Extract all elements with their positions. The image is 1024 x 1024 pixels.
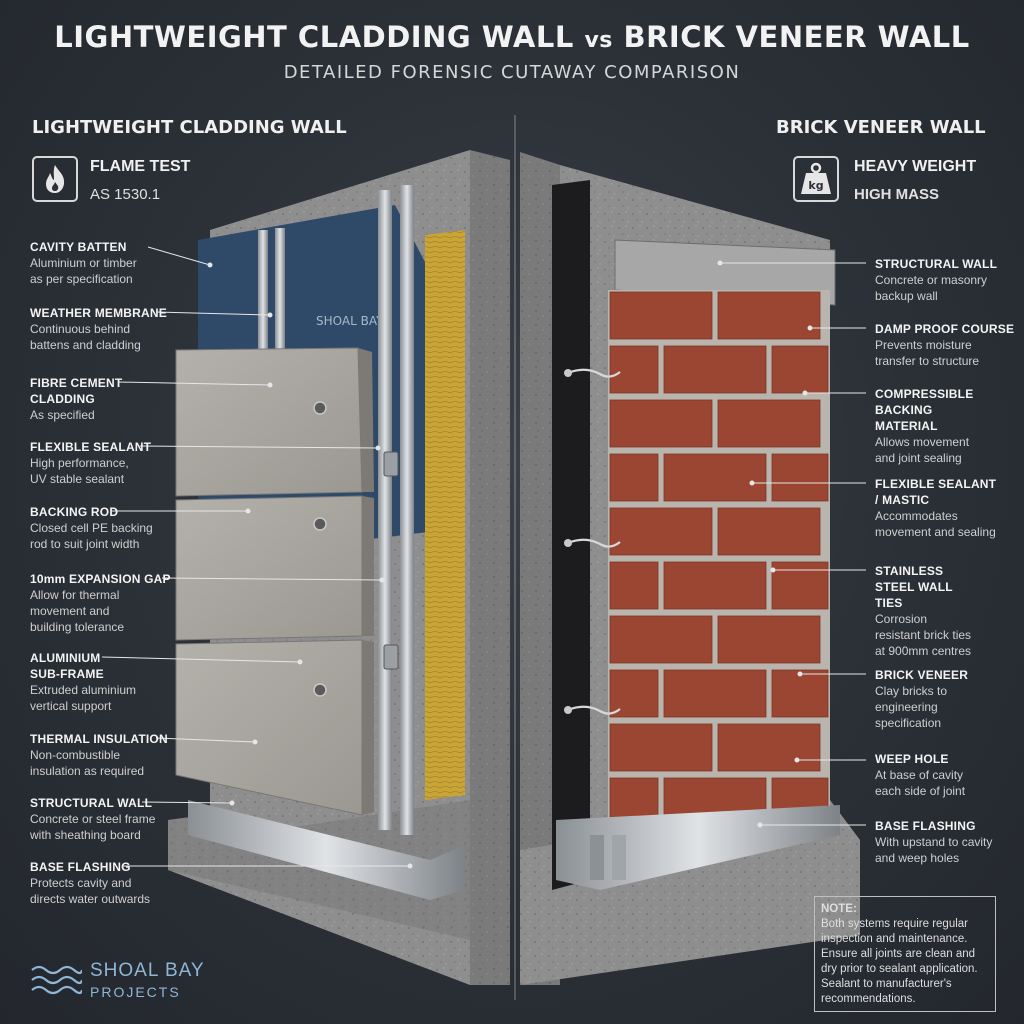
aluminium-subframe-1 bbox=[378, 190, 392, 830]
label-thermal-insulation: THERMAL INSULATION Non-combustible insul… bbox=[30, 731, 190, 779]
label-flexible-sealant: FLEXIBLE SEALANT High performance, UV st… bbox=[30, 439, 190, 487]
bracket bbox=[384, 452, 398, 476]
brick bbox=[772, 562, 828, 609]
brick bbox=[718, 292, 820, 339]
brick bbox=[718, 724, 820, 771]
brick bbox=[610, 724, 712, 771]
cladding-panel-2 bbox=[176, 496, 362, 640]
label-flexible-sealant-mastic: FLEXIBLE SEALANT / MASTIC Accommodates m… bbox=[875, 476, 1000, 540]
label-cavity-batten: CAVITY BATTEN Aluminium or timber as per… bbox=[30, 239, 190, 287]
label-left-base-flashing: BASE FLASHING Protects cavity and direct… bbox=[30, 859, 190, 907]
logo-sub: PROJECTS bbox=[90, 984, 181, 1000]
note-box: NOTE: Both systems require regular inspe… bbox=[814, 896, 996, 1012]
brick bbox=[610, 292, 712, 339]
brick bbox=[772, 346, 828, 393]
right-brick-assembly bbox=[520, 152, 860, 985]
label-left-structural-wall: STRUCTURAL WALL Concrete or steel frame … bbox=[30, 795, 190, 843]
label-right-base-flashing: BASE FLASHING With upstand to cavity and… bbox=[875, 818, 1015, 866]
label-backing-rod: BACKING ROD Closed cell PE backing rod t… bbox=[30, 504, 190, 552]
screw-icon bbox=[314, 402, 326, 414]
label-brick-veneer: BRICK VENEER Clay bricks to engineering … bbox=[875, 667, 1015, 731]
brick bbox=[718, 616, 820, 663]
label-aluminium-subframe: ALUMINIUM SUB-FRAME Extruded aluminium v… bbox=[30, 650, 110, 714]
label-compressible-backing: COMPRESSIBLE BACKING MATERIAL Allows mov… bbox=[875, 386, 995, 466]
brick bbox=[718, 400, 820, 447]
brick bbox=[664, 562, 766, 609]
left-structural-wall-edge bbox=[470, 150, 510, 985]
label-damp-proof-course: DAMP PROOF COURSE Prevents moisture tran… bbox=[875, 321, 1015, 369]
cladding-panel-1 bbox=[176, 348, 362, 496]
cladding-panel-3 bbox=[176, 640, 362, 815]
aluminium-subframe-2 bbox=[400, 185, 414, 835]
label-right-structural-wall: STRUCTURAL WALL Concrete or masonry back… bbox=[875, 256, 1015, 304]
label-expansion-gap: 10mm EXPANSION GAP Allow for thermal mov… bbox=[30, 571, 190, 635]
brick bbox=[664, 454, 766, 501]
brick bbox=[610, 346, 658, 393]
membrane-print: SHOAL BAY bbox=[316, 314, 384, 328]
brick bbox=[610, 454, 658, 501]
brick bbox=[664, 670, 766, 717]
label-fibre-cement-cladding: FIBRE CEMENT CLADDING As specified bbox=[30, 375, 130, 423]
bracket bbox=[384, 645, 398, 669]
label-stainless-wall-ties: STAINLESS STEEL WALL TIES Corrosion resi… bbox=[875, 563, 980, 659]
screw-icon bbox=[314, 684, 326, 696]
brick bbox=[610, 562, 658, 609]
label-weep-hole: WEEP HOLE At base of cavity each side of… bbox=[875, 751, 1015, 799]
waves-logo-icon bbox=[30, 962, 82, 1002]
logo-name: SHOAL BAY bbox=[90, 960, 205, 982]
left-cladding-assembly: SHOAL BAY bbox=[168, 150, 510, 985]
brick bbox=[664, 346, 766, 393]
brick bbox=[610, 508, 712, 555]
damp-proof-course bbox=[552, 180, 590, 890]
brick bbox=[772, 670, 828, 717]
brick bbox=[772, 454, 828, 501]
brick bbox=[718, 508, 820, 555]
label-weather-membrane: WEATHER MEMBRANE Continuous behind batte… bbox=[30, 305, 190, 353]
brick bbox=[610, 400, 712, 447]
thermal-insulation bbox=[425, 230, 465, 800]
cavity-batten-1 bbox=[258, 230, 268, 350]
cavity-batten-2 bbox=[275, 228, 285, 353]
screw-icon bbox=[314, 518, 326, 530]
brick bbox=[610, 616, 712, 663]
